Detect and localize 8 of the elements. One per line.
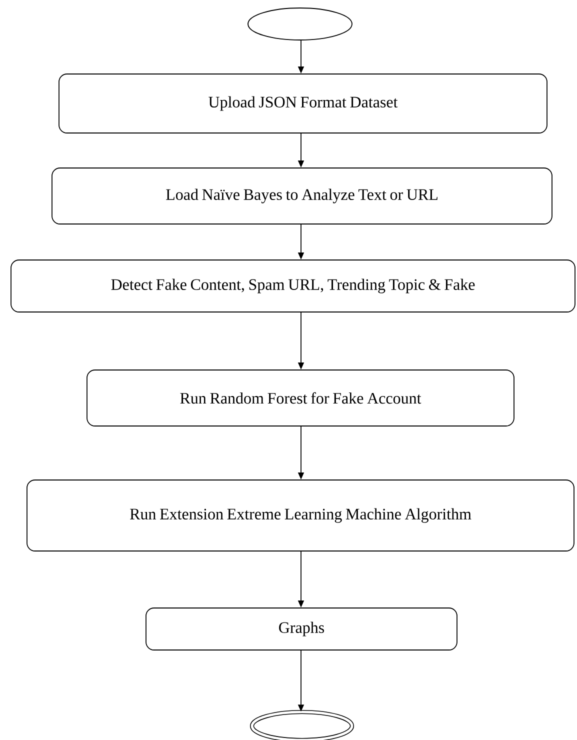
process-box: Run Random Forest for Fake Account [86,370,514,426]
end-ellipse [250,710,354,740]
process-box: Run Extension Extreme Learning Machine Algorithm [26,480,574,552]
start-ellipse [248,8,352,40]
process-box: Load Naïve Bayes to Analyze Text or URL [52,168,552,224]
process-box: Graphs [146,608,458,650]
process-box: Upload JSON Format Dataset [58,74,548,134]
process-box: Detect Fake Content, Spam URL, Trending Topic & Fake [10,260,576,312]
